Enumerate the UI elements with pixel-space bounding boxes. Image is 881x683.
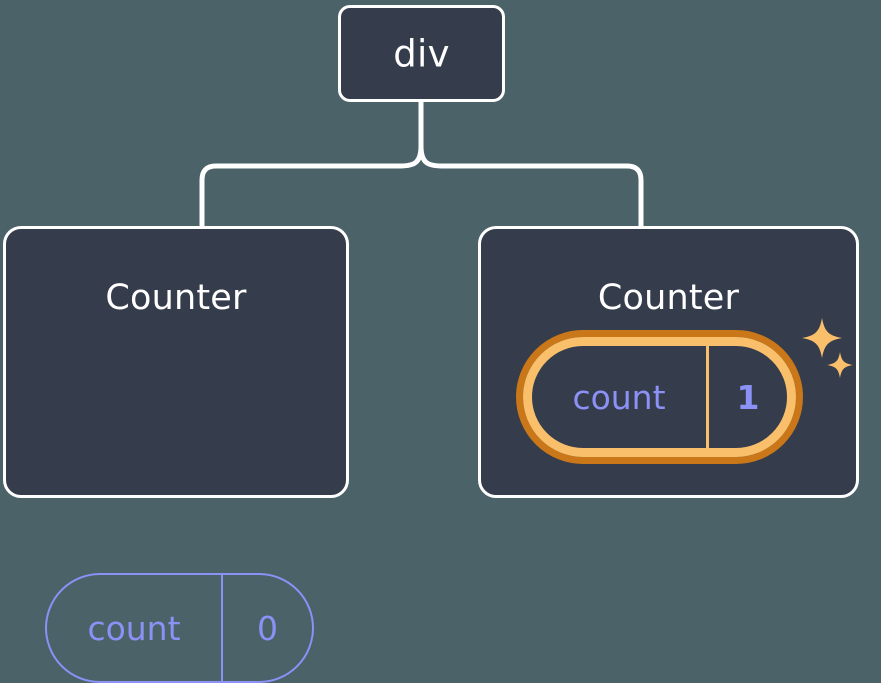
connector-branch-right [418,143,644,229]
node-root-div[interactable]: div [338,5,505,102]
node-counter-right-title: Counter [597,278,740,318]
state-pill-right-value: 1 [736,377,760,417]
node-root-label: div [393,32,450,75]
node-counter-left[interactable]: Counter count 0 [3,226,349,683]
state-pill-count-right-highlight-ring: count 1 [516,330,803,464]
diagram-canvas: div Counter count 0 Counter count 1 [3,5,859,683]
state-pill-count-left[interactable]: count 0 [45,573,314,683]
node-counter-left-title: Counter [105,278,247,318]
state-pill-left-key: count [47,575,223,681]
state-pill-count-right[interactable]: count 1 [523,337,796,457]
sparkle-large-icon [802,318,842,358]
sparkle-icons-group [802,318,853,378]
connector-branch-left [199,143,424,229]
state-pill-right-key: count [532,346,709,448]
state-pill-left-value: 0 [257,608,278,648]
sparkle-small-icon [827,352,853,378]
